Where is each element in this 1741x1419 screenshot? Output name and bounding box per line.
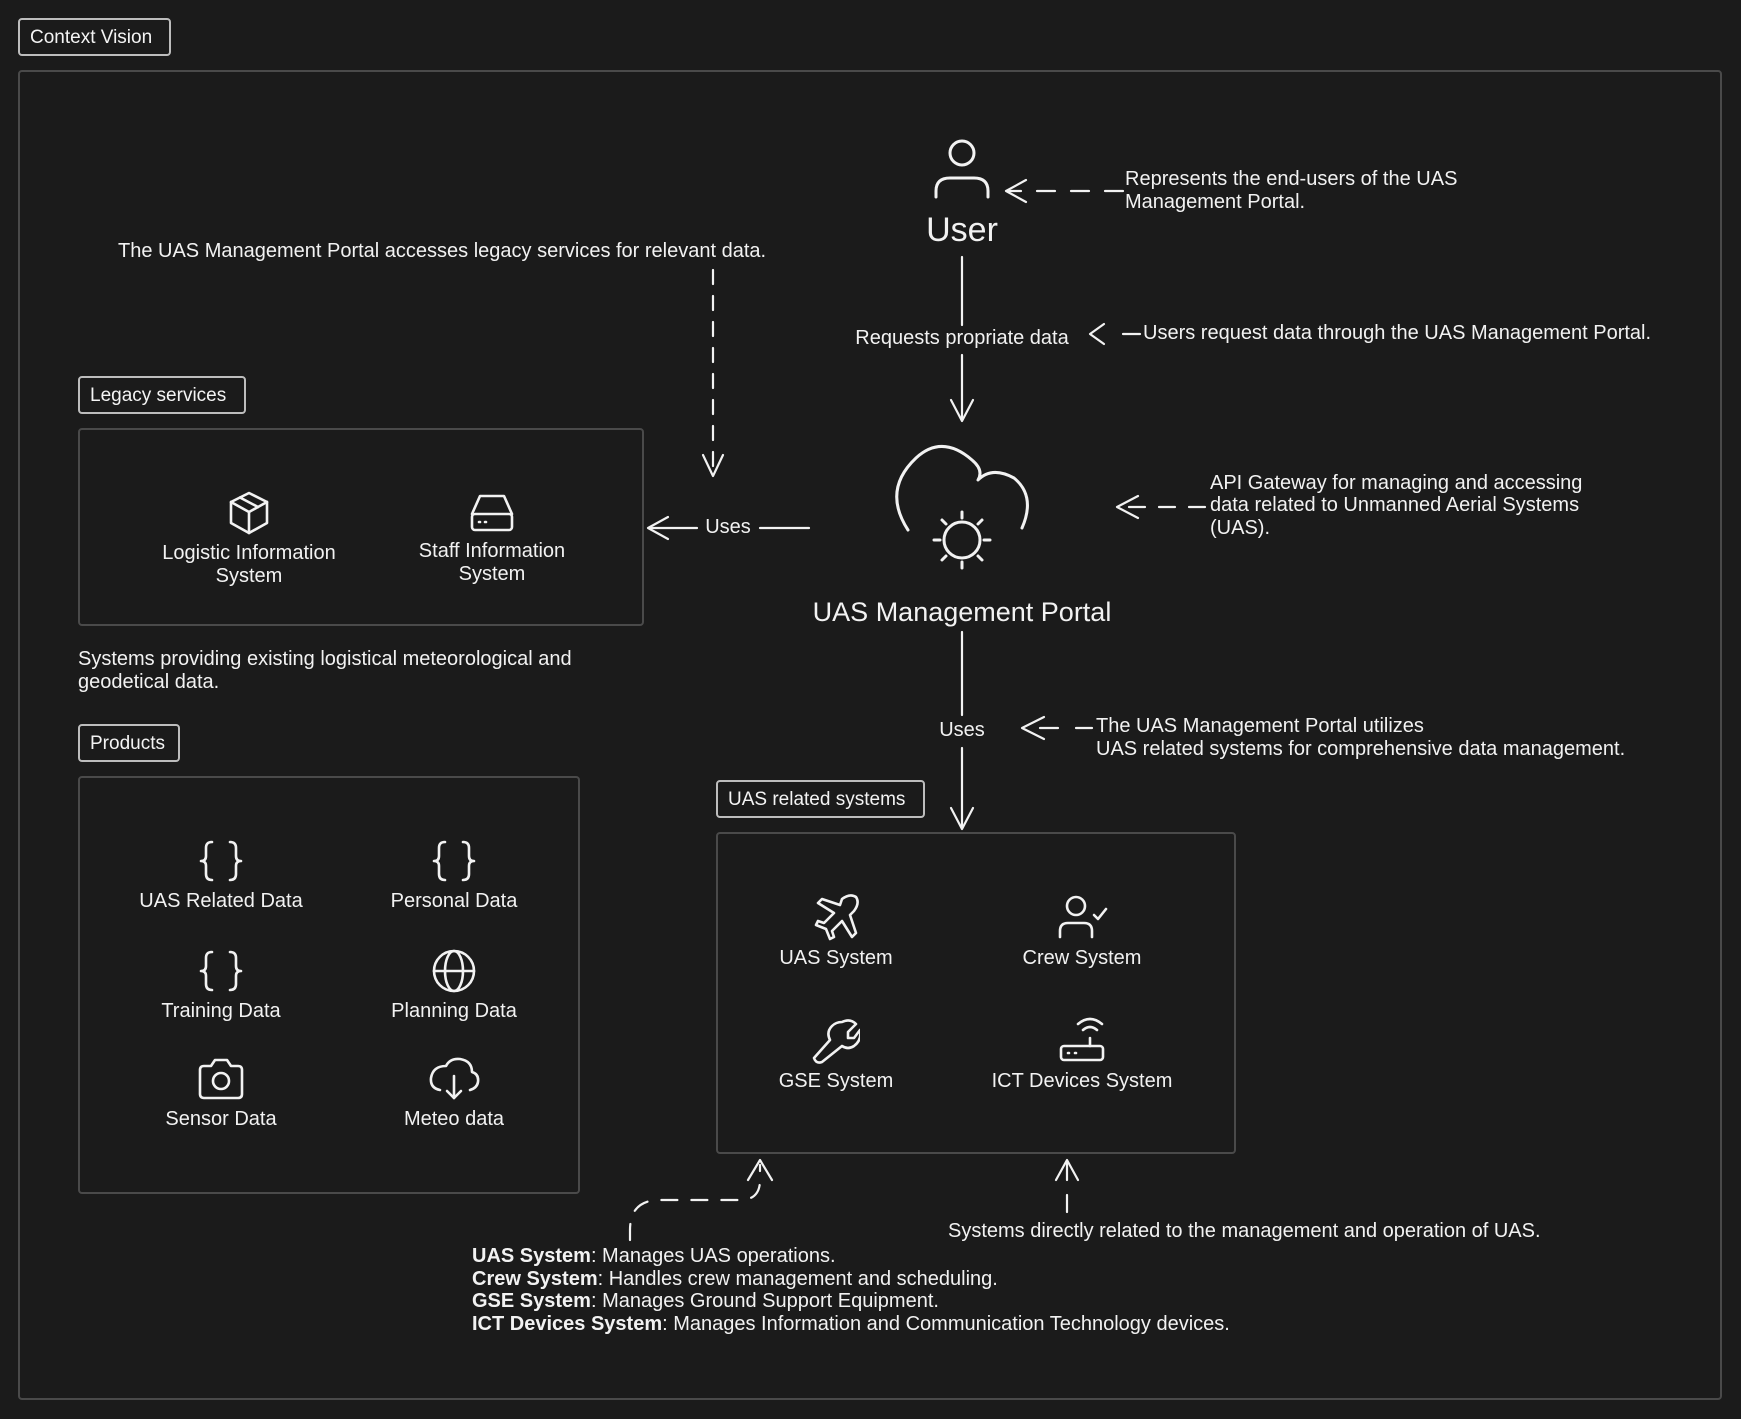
system-gse[interactable]: GSE System	[716, 1016, 956, 1093]
legacy-desc-line1: Systems providing existing logistical me…	[78, 648, 572, 670]
system-label: GSE System	[778, 1070, 894, 1092]
systems-note-arrowhead	[1054, 1158, 1080, 1182]
products-tag: Products	[78, 724, 180, 762]
router-icon	[1059, 1017, 1105, 1062]
system-label: ICT Devices System	[991, 1070, 1173, 1092]
uses-note-line1: The UAS Management Portal utilizes	[1096, 715, 1424, 737]
product-personal-data[interactable]: Personal Data	[334, 838, 574, 913]
context-frame	[18, 70, 1722, 1400]
uas-systems-tag: UAS related systems	[716, 780, 925, 818]
product-label: UAS Related Data	[139, 890, 303, 912]
requests-label: Requests propriate data	[855, 327, 1069, 349]
uas-systems-frame	[716, 832, 1236, 1154]
product-training-data[interactable]: Training Data	[101, 948, 341, 1023]
legacy-access-note: The UAS Management Portal accesses legac…	[118, 240, 767, 262]
portal-note-arrowhead	[1115, 494, 1140, 520]
user-icon	[934, 139, 990, 199]
portal-note-line3: (UAS).	[1210, 517, 1270, 539]
user-note-line1: Represents the end-users of the UAS	[1125, 168, 1458, 190]
product-label: Training Data	[161, 1000, 281, 1022]
portal-label: UAS Management Portal	[812, 597, 1112, 627]
legacy-desc-line2: geodetical data.	[78, 671, 220, 693]
product-uas-related-data[interactable]: UAS Related Data	[101, 838, 341, 913]
braces-icon	[199, 950, 243, 992]
product-label: Sensor Data	[165, 1108, 277, 1130]
descriptions-arrowhead	[746, 1158, 774, 1182]
wrench-icon	[812, 1019, 860, 1064]
requests-note-arrowhead	[1088, 322, 1106, 346]
product-label: Planning Data	[391, 1000, 517, 1022]
product-label: Meteo data	[403, 1108, 505, 1130]
legacy-services-frame	[78, 428, 644, 626]
braces-icon	[199, 840, 243, 882]
product-planning-data[interactable]: Planning Data	[334, 948, 574, 1023]
system-crew[interactable]: Crew System	[962, 893, 1202, 970]
braces-icon	[432, 840, 476, 882]
requests-note: Users request data through the UAS Manag…	[1143, 322, 1652, 344]
cloud-cog-icon	[895, 445, 1029, 570]
description-item: GSE System: Manages Ground Support Equip…	[472, 1290, 939, 1312]
product-label: Personal Data	[390, 890, 518, 912]
uses-down-label: Uses	[939, 719, 985, 741]
user-portal-arrowhead	[949, 398, 975, 423]
products-frame	[78, 776, 580, 1194]
description-item: UAS System: Manages UAS operations.	[472, 1245, 836, 1267]
uses-note-arrowhead	[1020, 715, 1046, 741]
portal-note-line2: data related to Unmanned Aerial Systems	[1210, 494, 1580, 516]
description-item: Crew System: Handles crew management and…	[472, 1267, 998, 1290]
product-sensor-data[interactable]: Sensor Data	[101, 1056, 341, 1131]
user-label: User	[926, 211, 998, 249]
uas-systems-note: Systems directly related to the manageme…	[948, 1220, 1541, 1242]
uses-left-arrowhead	[646, 515, 670, 541]
camera-icon	[198, 1058, 244, 1100]
system-uas[interactable]: UAS System	[716, 893, 956, 970]
system-label: Crew System	[1022, 947, 1142, 969]
context-vision-tag: Context Vision	[18, 18, 171, 56]
portal-note-line1: API Gateway for managing and accessing	[1210, 472, 1583, 494]
legacy-note-arrowhead	[701, 453, 725, 478]
legacy-services-tag: Legacy services	[78, 376, 246, 414]
globe-icon	[432, 949, 476, 993]
box-icon	[229, 491, 269, 535]
user-check-icon	[1058, 895, 1108, 939]
description-item: ICT Devices System: Manages Information …	[472, 1312, 1230, 1335]
plane-icon	[814, 894, 859, 941]
system-label: UAS System	[779, 947, 893, 969]
uses-note-line2: UAS related systems for comprehensive da…	[1096, 738, 1626, 760]
user-note-line2: Management Portal.	[1125, 191, 1306, 213]
user-note-arrowhead	[1004, 178, 1028, 204]
uses-left-label: Uses	[705, 516, 751, 538]
server-icon	[470, 494, 514, 532]
product-meteo-data[interactable]: Meteo data	[334, 1056, 574, 1131]
system-descriptions: UAS System: Manages UAS operations. Crew…	[472, 1245, 1230, 1335]
portal-down-arrowhead	[949, 806, 975, 831]
descriptions-arrow	[628, 1163, 762, 1242]
cloud-download-icon	[429, 1057, 480, 1100]
system-ict-devices[interactable]: ICT Devices System	[962, 1016, 1202, 1093]
